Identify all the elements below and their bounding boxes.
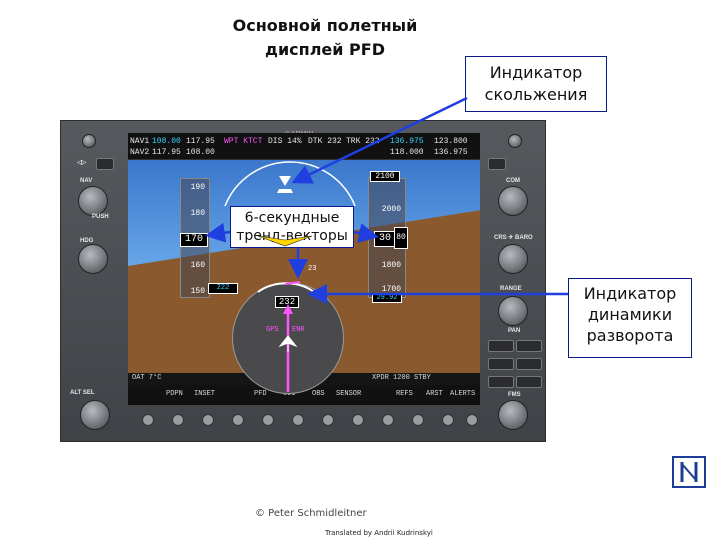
proc-button[interactable] [516,358,542,370]
nav-knob[interactable] [78,186,108,216]
altitude-tick: 1800 [381,261,401,270]
softkey-label: PDPN [166,390,183,398]
airspeed-tick: 150 [190,287,205,296]
altitude-readout: 30 [374,231,396,247]
hdg-knob-label: HDG [80,238,94,244]
altitude-digit-drum: 80 [394,227,408,249]
fms-knob[interactable] [498,400,528,430]
softkey-label: OBS [312,390,325,398]
softkey-5[interactable] [262,414,274,426]
softkey-8[interactable] [352,414,364,426]
page-title: Основной полетный дисплей PFD [200,14,450,62]
nav1-standby: 117.95 [186,137,215,146]
vol-knob-left[interactable] [82,134,96,148]
softkey-label: REFS [396,390,413,398]
return-icon [680,462,698,482]
pfd-top-bar: NAV1 108.00 117.95 NAV2 117.95 108.00 WP… [128,133,480,160]
direct-to-button[interactable] [488,340,514,352]
callout-turn-line-2: динамики [587,305,673,324]
airspeed-tick: 160 [190,261,205,270]
softkey-12[interactable] [466,414,478,426]
softkey-1[interactable] [142,414,154,426]
airspeed-readout: 170 [180,233,208,247]
softkey-label: INSET [194,390,216,398]
com-swap-button[interactable] [488,158,506,170]
nav2-active: 117.95 [152,148,181,157]
range-label: RANGE [500,286,522,292]
baro-setting: 29.92 [372,293,402,303]
nav1-label: NAV1 [130,137,150,146]
softkey-label: ARST [426,390,443,398]
distance-readout: DIS 14% [268,137,302,146]
com1-standby: 123.800 [434,137,468,146]
ent-button[interactable] [516,376,542,388]
callout-slip-line-1: Индикатор [489,63,583,82]
callout-turn-line-3: разворота [586,326,674,345]
crs-baro-knob[interactable] [498,244,528,274]
softkey-label: PFD [254,390,267,398]
menu-button[interactable] [516,340,542,352]
softkey-label: ALERTS [450,390,476,398]
callout-turn-line-1: Индикатор [583,284,677,303]
bearing-label: 23 [308,265,317,273]
softkey-label: SENSOR [336,390,362,398]
alt-sel-knob[interactable] [80,400,110,430]
com1-active: 136.975 [390,137,424,146]
selected-heading: 222 [208,283,238,294]
fms-label: FMS [508,392,521,398]
oat-readout: OAT 7°C [132,374,162,382]
airspeed-tick: 190 [190,183,205,192]
gps-label: GPS [266,326,279,334]
nav2-label: NAV2 [130,148,150,157]
nav-push-label: PUSH [92,214,109,220]
com2-active: 118.000 [390,148,424,157]
softkey-9[interactable] [382,414,394,426]
range-knob[interactable] [498,296,528,326]
alt-sel-label: ALT SEL [70,390,95,396]
nav-swap-button[interactable] [96,158,114,170]
softkey-11[interactable] [442,414,454,426]
softkey-4[interactable] [232,414,244,426]
title-line-1: Основной полетный [232,16,418,35]
softkey-label-bar: PDPN INSET PFD CDI OBS SENSOR REFS ARST … [128,385,480,405]
callout-turn-rate-indicator: Индикатор динамики разворота [568,278,692,358]
com-knob[interactable] [498,186,528,216]
vol-knob-right[interactable] [508,134,522,148]
com-knob-label: COM [506,178,520,184]
clr-button[interactable] [488,376,514,388]
nav-knob-label: NAV [80,178,93,184]
airspeed-tick: 180 [190,209,205,218]
nav2-standby: 108.00 [186,148,215,157]
softkey-7[interactable] [322,414,334,426]
crs-baro-label: CRS ✈ BARO [494,235,533,241]
trk-readout: TRK 232 [346,137,380,146]
nav1-active: 108.00 [152,137,181,146]
translator-credit: Translated by Andrii Kudrinskyi [325,529,433,537]
softkey-label: CDI [283,390,296,398]
title-line-2: дисплей PFD [265,40,385,59]
heading-readout: 232 [275,296,299,308]
softkey-10[interactable] [412,414,424,426]
fpl-button[interactable] [488,358,514,370]
pan-label: PAN [508,328,521,334]
callout-slip-indicator: Индикатор скольжения [465,56,607,112]
xpdr-readout: XPDR 1200 STBY [372,374,431,382]
softkey-6[interactable] [292,414,304,426]
softkey-2[interactable] [172,414,184,426]
dtk-readout: DTK 232 [308,137,342,146]
callout-trend-vectors: 6-секундные тренд-векторы [230,206,354,248]
enr-label: ENR [292,326,305,334]
hdg-knob[interactable] [78,244,108,274]
altitude-selected: 2100 [370,171,400,182]
com2-standby: 136.975 [434,148,468,157]
callout-slip-line-2: скольжения [484,85,588,104]
waypoint-readout: WPT KTCT [224,137,263,146]
softkey-3[interactable] [202,414,214,426]
callout-trend-line-1: 6-секундные [244,210,340,226]
altitude-tick: 2000 [381,205,401,214]
photo-credit: © Peter Schmidleitner [255,508,367,519]
altitude-tick: 1700 [381,285,401,294]
navigation-corner-icon[interactable] [672,456,706,488]
callout-trend-line-2: тренд-векторы [236,228,348,244]
